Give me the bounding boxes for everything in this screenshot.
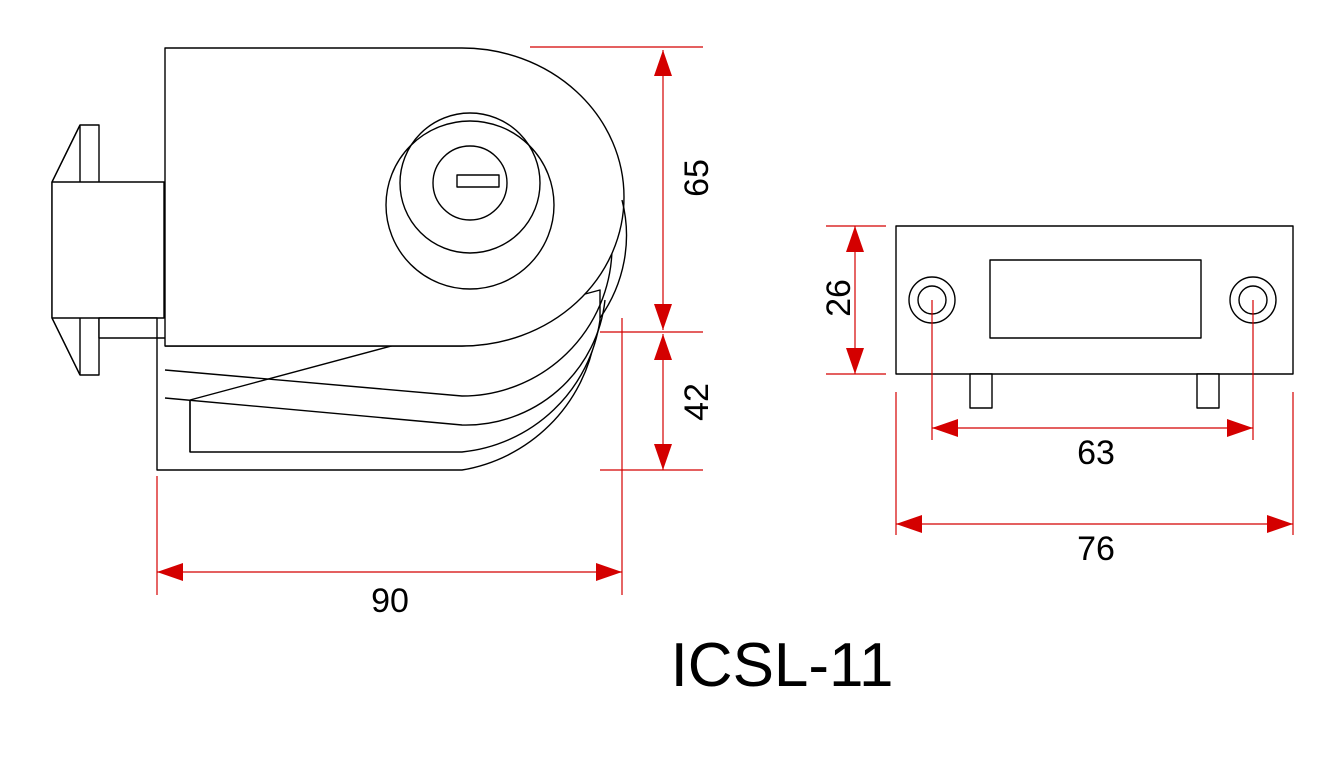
body-edge (599, 199, 628, 319)
lock-body (164, 47, 625, 347)
dim-label-76: 76 (1077, 530, 1115, 568)
latch-plunger (51, 124, 165, 376)
side-view (51, 47, 628, 471)
pin-right (1196, 373, 1220, 409)
model-label: ICSL-11 (671, 631, 894, 700)
key-cylinder (385, 112, 555, 290)
dim-label-26: 26 (820, 279, 858, 317)
side-dimensions: 65 42 90 (156, 46, 716, 620)
dim-label-90: 90 (371, 582, 409, 620)
dim-label-65: 65 (678, 159, 716, 197)
front-dimensions: 26 63 76 (820, 225, 1294, 568)
dim-label-63: 63 (1077, 434, 1115, 472)
latch-window (989, 259, 1202, 339)
pin-left (969, 373, 993, 409)
front-view (895, 225, 1294, 409)
dim-label-42: 42 (678, 383, 716, 421)
strike-plate (895, 225, 1294, 375)
